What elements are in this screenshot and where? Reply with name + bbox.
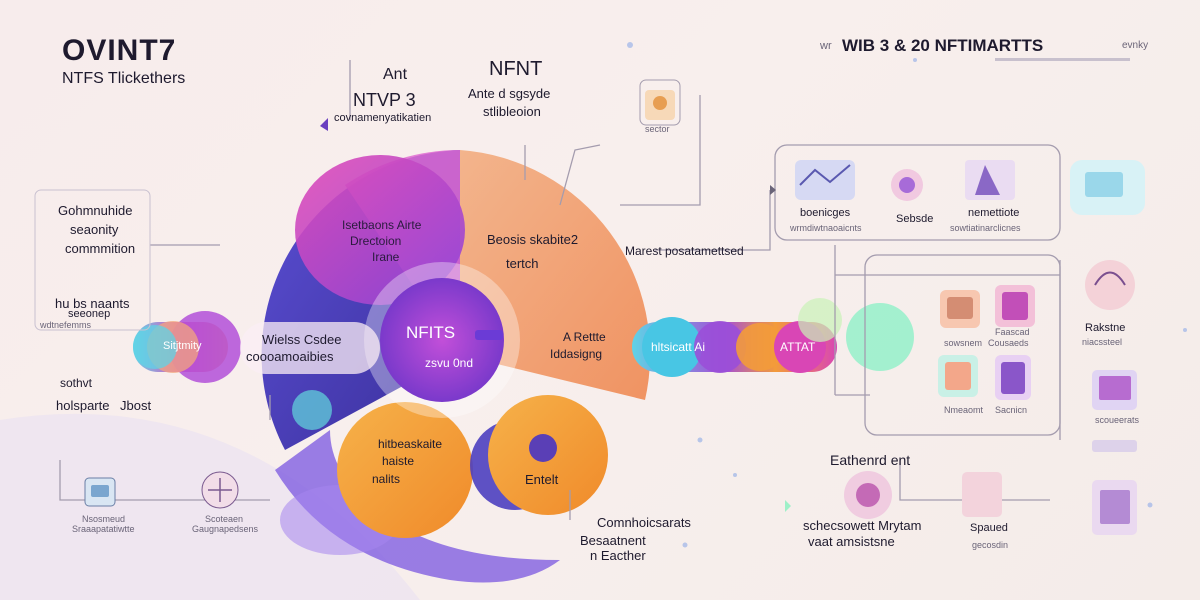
top-right-suffix: evnky	[1122, 40, 1149, 51]
page-title: OVINT7	[62, 34, 177, 67]
left-block3-line2: holsparte	[56, 398, 110, 413]
bottom-left-label3: Scoteaen	[205, 514, 244, 524]
bottom-left-label2: Sraaapatatiwtte	[72, 524, 135, 534]
page-subtitle: NTFS Tlickethers	[62, 70, 186, 87]
circle-rightmid-line2: Iddasigng	[550, 347, 603, 361]
pill-right-label: hltsicatt Ai	[651, 340, 706, 354]
label-ant: Ant	[383, 66, 408, 83]
left-block3-line3: Jbost	[120, 398, 152, 413]
bottom-right-side-small: gecosdin	[972, 540, 1009, 550]
circle-bottomleft-line3: nalits	[372, 472, 401, 486]
panel-row1-label2: Sebsde	[896, 213, 934, 225]
label-sector: sector	[645, 124, 670, 134]
circle-leftmid-line2: coooamoaibies	[246, 349, 334, 364]
circle-bottomleft-line1: hitbeaskaite	[378, 437, 443, 451]
circle-topleft-line2: Drectoion	[350, 234, 402, 248]
panel-grid-label1: Faascad	[995, 327, 1030, 337]
circle-topright-line2: tertch	[506, 256, 539, 271]
pill-right-label-2: ATTAT	[780, 340, 816, 354]
pill-left-label: Sitjtmity	[163, 340, 202, 352]
left-block1-line3: commmition	[65, 241, 136, 256]
circle-rightmid-line1: A Rettte	[563, 330, 606, 344]
panel-row1-small1: wrmdiwtnaoaicnts	[790, 223, 862, 233]
bottom-center-line3: n Eacther	[590, 548, 646, 563]
top-right-underline	[995, 58, 1130, 61]
panel-grid-label4: Sacnicn	[995, 405, 1028, 415]
bottom-center-line1: Comnhoicsarats	[597, 515, 691, 530]
bottom-right-label: Eathenrd ent	[830, 452, 911, 468]
panel-small-label2: scoueerats	[1095, 415, 1140, 425]
panel-col2-line1: Rakstne	[1085, 322, 1126, 334]
label-conversation: covnamenyatikatien	[334, 112, 432, 124]
bottom-right-side: Spaued	[970, 522, 1008, 534]
circle-leftmid-line1: Wielss Csdee	[262, 332, 342, 347]
bottom-center-line2: Besaatnent	[580, 533, 646, 548]
marest-label: Marest posatamettsed	[625, 244, 744, 258]
circle-bottomright-label: Entelt	[525, 472, 559, 487]
left-block1-line2: seaonity	[70, 222, 119, 237]
left-block2-line2: seeonep	[68, 308, 111, 320]
panel-icons	[795, 160, 1145, 535]
left-block2-line1: hu bs naants	[55, 296, 130, 311]
bottom-left-label4: Gaugnapedsens	[192, 524, 259, 534]
label-stiddesien: stlibleoion	[483, 104, 541, 119]
panel-grid-label3: Nmeaomt	[944, 405, 984, 415]
left-block2-line3: wdtnefemms	[40, 320, 92, 330]
bottom-left-label1: Nsosmeud	[82, 514, 126, 524]
circle-center-title: NFITS	[406, 323, 456, 342]
panel-row1-label1: boenicges	[800, 207, 851, 219]
bottom-right-line1: schecsowett Mrytam	[803, 518, 922, 533]
circle-center-sub: zsvu 0nd	[425, 356, 474, 370]
label-nfnt: NFNT	[489, 58, 543, 80]
panel-row1-label3: nemettiote	[968, 207, 1020, 219]
main-pie	[261, 149, 651, 450]
bottom-right-line2: vaat amsistsne	[808, 534, 895, 549]
circle-topleft-line3: Irane	[372, 250, 400, 264]
left-block3-line1: sothvt	[60, 376, 93, 390]
label-ntvp: NTVP 3	[353, 90, 416, 110]
circle-bottomleft-line2: haiste	[382, 454, 415, 468]
top-right-prefix: wr	[820, 40, 832, 52]
left-block1-line1: Gohmnuhide	[58, 203, 133, 218]
label-ante: Ante d sgsyde	[468, 86, 551, 101]
panel-small-label1: sowsnem	[944, 338, 983, 348]
circle-topright-line1: Beosis skabite2	[487, 232, 579, 247]
panel-col2-line2: niacssteel	[1082, 337, 1123, 347]
top-right-title: WIB 3 & 20 NFTIMARTTS	[842, 36, 1044, 55]
panel-row1-small2: sowtiatinarclicnes	[950, 223, 1021, 233]
circle-topleft-line1: Isetbaons Airte	[342, 218, 422, 232]
panel-grid-label2: Cousaeds	[988, 338, 1029, 348]
